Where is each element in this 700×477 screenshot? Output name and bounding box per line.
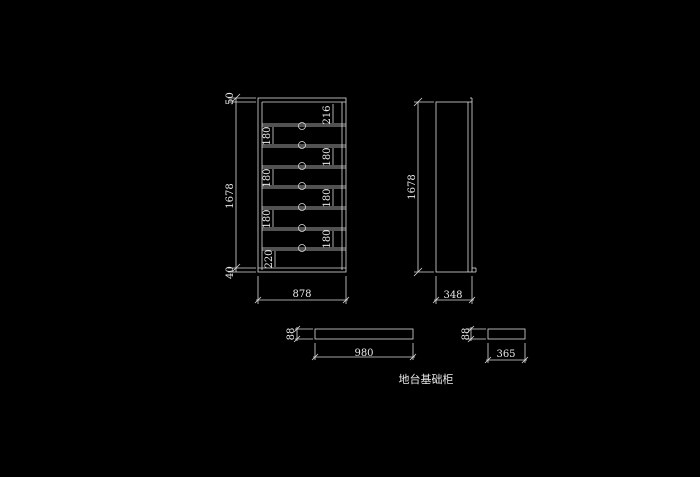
shelf-label: 216 [322, 105, 333, 124]
handle-icon [298, 203, 306, 211]
top-gap-label: 50 [225, 92, 236, 105]
shelf-label: 180 [322, 229, 333, 248]
front-width-dimension [254, 276, 350, 304]
side-outline [435, 101, 473, 273]
shelf-label: 180 [262, 209, 273, 228]
front-height-dimension [228, 93, 256, 273]
shelf-label: 220 [264, 249, 275, 268]
base-front-length-label: 980 [354, 348, 373, 359]
handle-icon [298, 224, 306, 232]
side-view [413, 97, 477, 304]
base-front-view [293, 325, 417, 361]
front-view [228, 93, 350, 304]
base-front-outline [314, 328, 414, 340]
base-front-thickness-label: 88 [286, 328, 297, 341]
drawing-caption: 地台基础柜 [399, 372, 454, 386]
door-handles [298, 122, 306, 252]
handle-icon [298, 122, 306, 130]
dimension-labels: 50 1678 40 216 180 180 180 180 180 180 2… [225, 92, 516, 386]
shelf-label: 180 [322, 188, 333, 207]
internal-dimension-lines [272, 104, 334, 267]
front-height-label: 1678 [225, 183, 236, 208]
handle-icon [298, 141, 306, 149]
side-height-label: 1678 [407, 174, 418, 199]
shelf-label: 180 [322, 147, 333, 166]
handle-icon [298, 244, 306, 252]
shelves [258, 123, 346, 269]
base-side-thickness-label: 88 [461, 328, 472, 341]
front-width-label: 878 [292, 289, 311, 300]
cabinet-outline [257, 97, 347, 273]
base-side-length-label: 365 [496, 349, 515, 360]
handle-icon [298, 182, 306, 190]
handle-icon [298, 162, 306, 170]
shelf-label: 180 [262, 168, 273, 187]
shelf-label: 180 [262, 126, 273, 145]
bottom-gap-label: 40 [225, 266, 236, 279]
side-depth-label: 348 [443, 290, 462, 301]
base-side-view [466, 325, 529, 364]
base-side-outline [487, 328, 526, 340]
